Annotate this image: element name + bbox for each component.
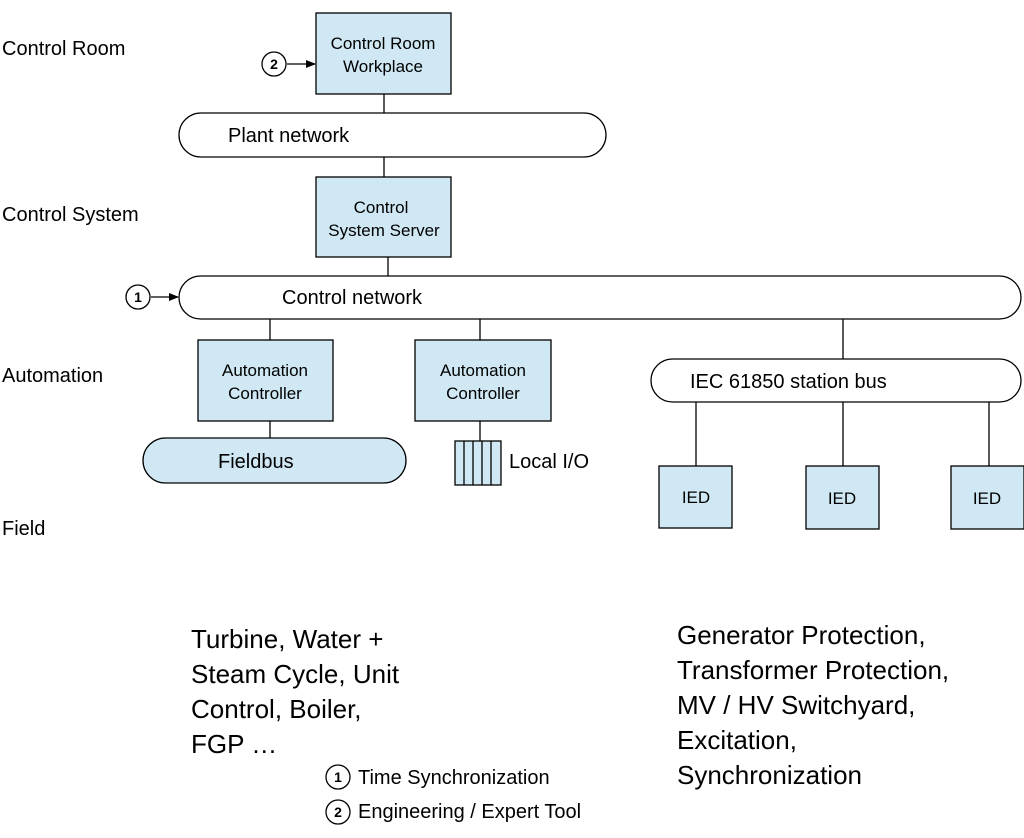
ied-box-2: IED	[805, 465, 880, 530]
workplace-label-line2: Workplace	[343, 57, 423, 76]
right-description-line: Synchronization	[677, 760, 862, 790]
control-system-server-box: Control System Server	[315, 176, 452, 258]
legend-label-engineering-tool: Engineering / Expert Tool	[358, 801, 581, 823]
svg-text:2: 2	[334, 804, 342, 820]
plant-network: Plant network	[178, 112, 607, 158]
workplace-label-line1: Control Room	[331, 34, 436, 53]
legend: 1 Time Synchronization 2 Engineering / E…	[325, 764, 581, 825]
ied-label: IED	[973, 489, 1001, 508]
right-description-line: Transformer Protection,	[677, 655, 949, 685]
plant-network-label: Plant network	[228, 125, 350, 147]
left-description-line: Turbine, Water +	[191, 624, 383, 654]
iec-bus-label: IEC 61850 station bus	[690, 371, 887, 393]
automation-controller-2-box: Automation Controller	[414, 339, 552, 422]
ac2-label-line1: Automation	[440, 361, 526, 380]
ac2-label-line2: Controller	[446, 384, 520, 403]
right-description: Generator Protection, Transformer Protec…	[677, 620, 949, 790]
io-module-icon	[454, 440, 502, 486]
legend-item-1: 1 Time Synchronization	[325, 764, 550, 790]
svg-text:1: 1	[134, 289, 142, 305]
local-io: Local I/O	[454, 440, 589, 486]
ac1-label-line1: Automation	[222, 361, 308, 380]
control-network: Control network	[178, 275, 1022, 320]
ied-label: IED	[828, 489, 856, 508]
ied-label: IED	[682, 488, 710, 507]
left-description-line: FGP …	[191, 729, 277, 759]
automation-controller-1-box: Automation Controller	[197, 339, 334, 422]
ied-box-3: IED	[950, 465, 1024, 530]
local-io-label: Local I/O	[509, 451, 589, 473]
control-network-label: Control network	[282, 287, 423, 309]
legend-label-time-sync: Time Synchronization	[358, 767, 550, 789]
server-label-line2: System Server	[328, 221, 440, 240]
left-description-line: Control, Boiler,	[191, 694, 362, 724]
right-description-line: MV / HV Switchyard,	[677, 690, 915, 720]
ac1-label-line2: Controller	[228, 384, 302, 403]
svg-text:1: 1	[334, 769, 342, 785]
fieldbus: Fieldbus	[142, 437, 407, 484]
ied-box-1: IED	[658, 465, 733, 529]
level-label-field: Field	[2, 518, 45, 540]
right-description-line: Excitation,	[677, 725, 797, 755]
iec-61850-station-bus: IEC 61850 station bus	[650, 358, 1022, 403]
server-label-line1: Control	[354, 198, 409, 217]
legend-item-2: 2 Engineering / Expert Tool	[325, 799, 581, 825]
marker-1: 1	[125, 284, 179, 310]
left-description: Turbine, Water + Steam Cycle, Unit Contr…	[191, 624, 400, 759]
level-label-control-room: Control Room	[2, 38, 125, 60]
fieldbus-label: Fieldbus	[218, 451, 294, 473]
connector-lines	[269, 94, 990, 466]
marker-2: 2	[261, 51, 316, 77]
control-room-workplace-box: Control Room Workplace	[315, 12, 452, 95]
level-label-automation: Automation	[2, 365, 103, 387]
left-description-line: Steam Cycle, Unit	[191, 659, 400, 689]
right-description-line: Generator Protection,	[677, 620, 926, 650]
level-label-control-system: Control System	[2, 204, 139, 226]
svg-text:2: 2	[270, 56, 278, 72]
